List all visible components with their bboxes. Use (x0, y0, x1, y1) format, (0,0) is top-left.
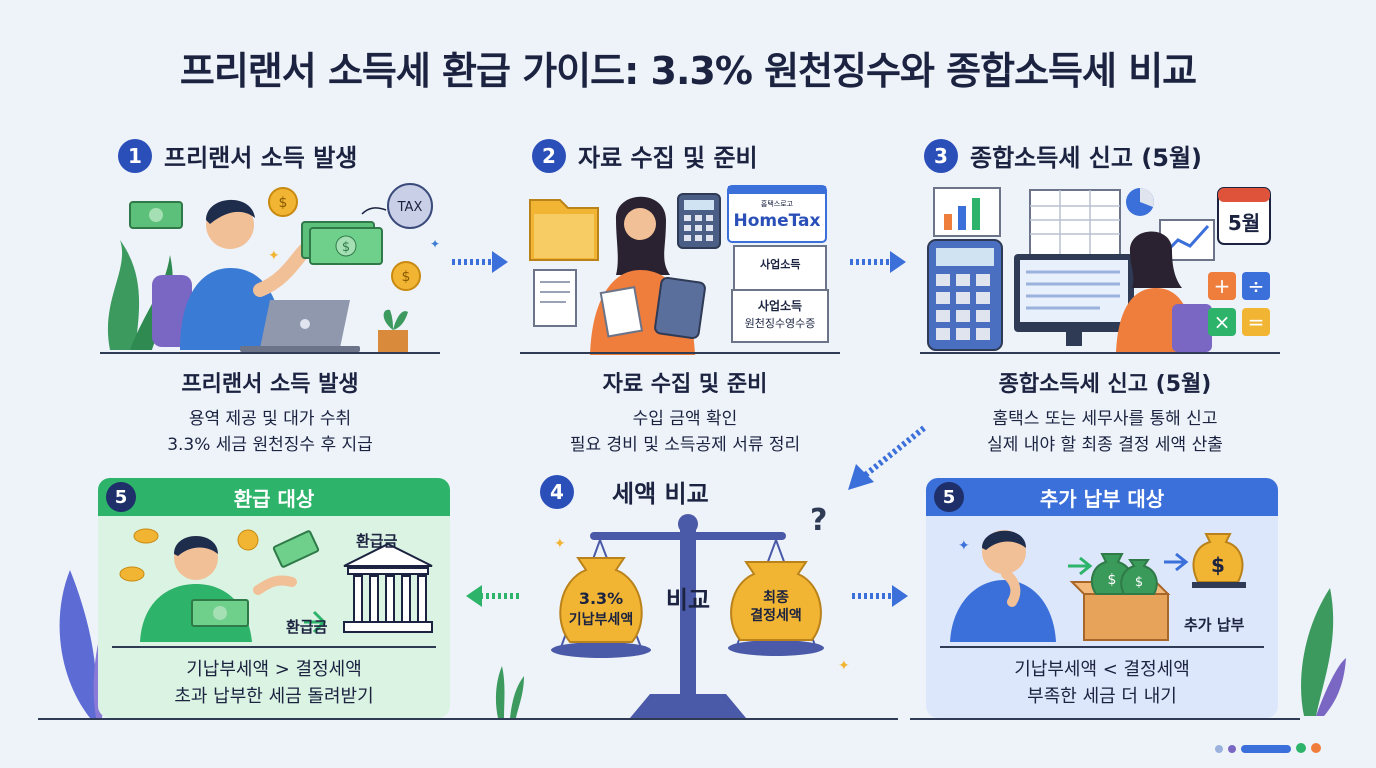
svg-text:+: + (1214, 274, 1231, 298)
doc-receipt-line-2: 원천징수영수증 (745, 316, 816, 330)
step-3-caption-title: 종합소득세 신고 (5월) (998, 372, 1212, 397)
svg-text:✦: ✦ (554, 536, 566, 552)
refund-card-header: 5 환급 대상 (98, 478, 450, 516)
svg-text:$: $ (402, 269, 411, 285)
payment-divider (940, 646, 1264, 648)
refund-illustration (108, 522, 440, 642)
step-1-header: 1 프리랜서 소득 발생 (118, 138, 357, 173)
doc-receipt-line-1: 사업소득 (758, 298, 802, 313)
step-1-line-1: 용역 제공 및 대가 수취 (188, 409, 352, 429)
arrow-right-icon (850, 582, 912, 610)
refund-line-2: 초과 납부한 세금 돌려받기 (174, 686, 374, 707)
svg-text:$: $ (342, 240, 350, 255)
tax-coin-label: TAX (397, 200, 423, 215)
payment-label: 추가 납부 (1184, 616, 1245, 634)
hometax-small-label: 홈택스로고 (761, 199, 794, 208)
arrow-diagonal-icon (842, 424, 928, 494)
refund-card: 5 환급 대상 환급금 환급금 기납부세액 > 결정세액 초과 납부한 세금 돌… (98, 478, 450, 718)
page-title: 프리랜서 소득세 환급 가이드: 3.3% 원천징수와 종합소득세 비교 (179, 49, 1197, 93)
step-3-heading: 종합소득세 신고 (5월) (970, 144, 1202, 172)
payment-card: 5 추가 납부 대상 $ $ $ ✦ 추가 납부 기납부세액 < 결정세액 부 (926, 478, 1278, 718)
svg-text:=: = (1248, 310, 1265, 334)
svg-text:÷: ÷ (1248, 274, 1265, 298)
refund-divider (112, 646, 436, 648)
left-bag-line-1: 3.3% (579, 589, 623, 608)
refund-caption: 기납부세액 > 결정세액 초과 납부한 세금 돌려받기 (98, 656, 450, 710)
step-3-number: 3 (924, 138, 958, 173)
arrow-left-icon (462, 582, 524, 610)
payment-illustration: $ $ $ ✦ (936, 522, 1268, 642)
step-2-caption-title: 자료 수집 및 준비 (602, 372, 768, 397)
arrow-right-icon (450, 248, 510, 276)
hometax-logo-text: HomeTax (734, 211, 821, 231)
arrow-right-icon (848, 248, 908, 276)
step-3-line-1: 홈택스 또는 세무사를 통해 신고 (992, 409, 1218, 429)
step-3-baseline (920, 352, 1280, 354)
svg-text:✦: ✦ (958, 538, 970, 554)
payment-card-header: 5 추가 납부 대상 (926, 478, 1278, 516)
svg-text:✦: ✦ (838, 658, 850, 674)
grass-icon (488, 660, 528, 724)
step-3-header: 3 종합소득세 신고 (5월) (924, 138, 1202, 173)
refund-card-title: 환급 대상 (233, 486, 315, 511)
balance-scale: 3.3% 기납부세액 최종 결정세액 비교 ? ✦ ✦ (530, 500, 850, 722)
bottom-baseline (38, 718, 898, 720)
payment-line-1: 기납부세액 < 결정세액 (1014, 659, 1190, 680)
refund-line-1: 기납부세액 > 결정세액 (186, 659, 362, 680)
compare-center-label: 비교 (666, 586, 710, 614)
right-bag-line-1: 최종 (763, 590, 789, 606)
refund-label-top: 환급금 (356, 532, 398, 550)
bottom-baseline-right (910, 718, 1300, 720)
step-2-line-1: 수입 금액 확인 (632, 409, 738, 429)
plant-right-icon (1290, 568, 1350, 722)
refund-label-bottom: 환급금 (286, 618, 328, 636)
payment-card-number: 5 (934, 482, 964, 512)
svg-text:$: $ (1135, 575, 1143, 590)
svg-text:$: $ (279, 195, 288, 211)
svg-text:$: $ (1211, 553, 1225, 577)
step-1-baseline (100, 352, 440, 354)
svg-text:✦: ✦ (268, 248, 280, 264)
svg-text:$: $ (1108, 572, 1117, 588)
payment-card-title: 추가 납부 대상 (1039, 486, 1165, 511)
payment-line-2: 부족한 세금 더 내기 (1027, 686, 1177, 707)
step-1-line-2: 3.3% 세금 원천징수 후 지급 (167, 435, 373, 455)
step-2-caption: 자료 수집 및 준비 수입 금액 확인 필요 경비 및 소득공제 서류 정리 (520, 366, 850, 458)
step-3-illustration: 5월 + ÷ × = (920, 180, 1290, 355)
step-4-heading: 세액 비교 (612, 480, 709, 508)
step-1-caption: 프리랜서 소득 발생 용역 제공 및 대가 수취 3.3% 세금 원천징수 후 … (100, 366, 440, 458)
step-1-caption-title: 프리랜서 소득 발생 (181, 372, 359, 397)
step-2-number: 2 (532, 138, 566, 173)
step-4-number: 4 (540, 474, 574, 509)
step-3-caption: 종합소득세 신고 (5월) 홈택스 또는 세무사를 통해 신고 실제 내야 할 … (920, 366, 1290, 458)
step-4-header: 4 세액 비교 (540, 474, 709, 509)
svg-text:×: × (1214, 310, 1231, 334)
step-2-line-2: 필요 경비 및 소득공제 서류 정리 (569, 435, 801, 455)
step-1-illustration: $ $ $ TAX ✦ ✦ (90, 180, 450, 355)
step-3-line-2: 실제 내야 할 최종 결정 세액 산출 (987, 435, 1223, 455)
step-2-heading: 자료 수집 및 준비 (578, 144, 758, 172)
calendar-month: 5월 (1228, 211, 1260, 235)
step-1-number: 1 (118, 138, 152, 173)
doc-income-label: 사업소득 (760, 257, 800, 271)
footer-decoration (1210, 738, 1321, 757)
step-1-heading: 프리랜서 소득 발생 (164, 144, 358, 172)
payment-caption: 기납부세액 < 결정세액 부족한 세금 더 내기 (926, 656, 1278, 710)
left-bag-line-2: 기납부세액 (569, 611, 633, 628)
step-2-header: 2 자료 수집 및 준비 (532, 138, 758, 173)
step-2-baseline (520, 352, 840, 354)
question-mark-icon: ? (810, 503, 827, 538)
step-2-illustration: 홈택스로고 HomeTax 사업소득 사업소득 원천징수영수증 (520, 180, 840, 355)
refund-card-number: 5 (106, 482, 136, 512)
right-bag-line-2: 결정세액 (750, 607, 802, 624)
svg-text:✦: ✦ (430, 237, 440, 251)
